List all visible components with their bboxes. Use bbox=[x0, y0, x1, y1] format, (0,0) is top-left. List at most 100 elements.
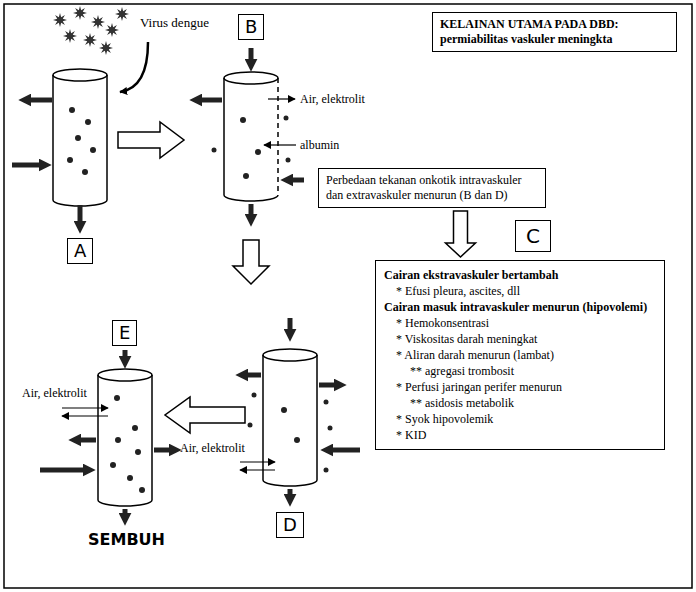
vessel-a-part bbox=[67, 107, 96, 175]
vessel-b-part bbox=[224, 72, 278, 84]
flow-label: Air, elektrolit bbox=[22, 386, 87, 400]
flow-arrows-part bbox=[319, 383, 335, 388]
virus-label: Virus dengue bbox=[140, 15, 209, 30]
node-text: * Aliran darah menurun (lambat) bbox=[384, 347, 656, 363]
vessel-b-part bbox=[212, 116, 291, 180]
node-text: Cairan ekstravaskuler bertambah bbox=[384, 267, 656, 283]
vessel-a-part-part bbox=[85, 119, 91, 125]
flow-arrows-part bbox=[12, 163, 40, 168]
vessel-d-part-part bbox=[248, 423, 253, 428]
vessel-d-part bbox=[316, 355, 318, 480]
virus-particles-part bbox=[63, 29, 77, 43]
water-electrolyte-arrows-part bbox=[240, 469, 275, 470]
vessel-b-part bbox=[277, 78, 279, 195]
vessel-a-part bbox=[52, 75, 54, 200]
virus-entry-arrow bbox=[120, 42, 148, 92]
vessel-d-part bbox=[263, 480, 317, 486]
vessel-a-part-part bbox=[67, 157, 73, 163]
vessel-e-part-part bbox=[132, 425, 138, 431]
vessel-e-part-part bbox=[139, 487, 145, 493]
vessel-e-part-part bbox=[135, 449, 141, 455]
water-electrolyte-arrows-part bbox=[264, 144, 296, 145]
vessel-e-part-part bbox=[115, 437, 121, 443]
node-text: * Hemokonsentrasi bbox=[384, 315, 656, 331]
vessel-e-part bbox=[98, 369, 152, 381]
flow-arrows-part bbox=[201, 98, 222, 103]
flow-connector bbox=[446, 211, 476, 257]
flow-label: Air, elektrolit bbox=[300, 92, 365, 106]
vessel-d-part bbox=[248, 393, 333, 473]
virus-particles-part bbox=[115, 7, 129, 21]
virus-particles-part bbox=[83, 33, 97, 47]
node-text: C bbox=[526, 224, 540, 248]
stage-letter-box: D bbox=[276, 512, 304, 538]
node-text: KELAINAN UTAMA PADA DBD: bbox=[440, 17, 669, 32]
vessel-d-part bbox=[263, 349, 317, 361]
node-text: ** agregasi trombosit bbox=[384, 363, 656, 379]
stage-arrows bbox=[118, 122, 269, 433]
virus-particles-part bbox=[73, 6, 87, 20]
vessel-d-part bbox=[262, 355, 264, 480]
vessel-e-part bbox=[151, 375, 153, 500]
vessel-b-part-part bbox=[284, 116, 289, 121]
flow-label: Air, elektrolit bbox=[180, 441, 245, 455]
node-text: * Viskositas darah meningkat bbox=[384, 331, 656, 347]
vessel-a-part bbox=[53, 69, 107, 81]
vessel-a-part-part bbox=[75, 135, 81, 141]
flow-arrows-part bbox=[249, 204, 254, 215]
node-text: permiabilitas vaskuler meningkta bbox=[440, 32, 669, 47]
water-electrolyte-arrows-part bbox=[268, 98, 295, 99]
flow-label: albumin bbox=[300, 138, 339, 152]
consequence-box: Cairan ekstravaskuler bertambah* Efusi p… bbox=[375, 260, 665, 450]
outcome-label: SEMBUH bbox=[88, 530, 165, 550]
node-text: E bbox=[119, 322, 130, 344]
flow-arrows-part bbox=[40, 468, 84, 473]
vessel-b-part bbox=[224, 195, 278, 201]
vessel-b-part-part bbox=[255, 149, 261, 155]
flow-arrows-part bbox=[154, 448, 170, 453]
process-box: Perbedaan tekanan onkotik intravaskuler … bbox=[318, 168, 546, 208]
vessel-d-part-part bbox=[324, 400, 329, 405]
stage-arrows-part bbox=[165, 397, 245, 433]
water-electrolyte-arrows-part bbox=[62, 407, 108, 408]
vessel-e bbox=[98, 369, 152, 506]
flow-arrows-part bbox=[292, 178, 304, 183]
vessel-d bbox=[248, 349, 333, 486]
stage-letter-box: C bbox=[515, 220, 551, 252]
node-text: * KID bbox=[384, 427, 656, 443]
vessel-a bbox=[53, 69, 107, 206]
virus-particles-part bbox=[91, 15, 105, 29]
vessel-b bbox=[212, 72, 291, 201]
water-electrolyte-arrows-part bbox=[62, 415, 108, 416]
vessel-d-part-part bbox=[252, 393, 257, 398]
node-text: A bbox=[74, 240, 86, 262]
vessel-e-part bbox=[98, 500, 152, 506]
flow-arrows-part bbox=[123, 350, 128, 357]
vessel-a-part-part bbox=[69, 107, 75, 113]
flow-arrows bbox=[12, 48, 360, 514]
vessel-a-part-part bbox=[82, 169, 88, 175]
vessel-d-part-part bbox=[281, 407, 287, 413]
node-text: D bbox=[283, 514, 297, 536]
title-box: KELAINAN UTAMA PADA DBD:permiabilitas va… bbox=[432, 12, 677, 52]
vessel-d-part-part bbox=[324, 468, 329, 473]
vessel-b-part-part bbox=[286, 158, 291, 163]
vessel-b-part bbox=[223, 78, 225, 195]
virus-particles-part bbox=[53, 13, 67, 27]
flow-arrows-part bbox=[78, 205, 83, 222]
node-text: * Efusi pleura, ascites, dll bbox=[384, 283, 656, 299]
flow-arrows-part bbox=[249, 48, 254, 60]
stage-arrows-part bbox=[233, 240, 269, 284]
vessel-e-part-part bbox=[110, 462, 116, 468]
flow-arrows-part bbox=[288, 318, 293, 330]
flow-arrows-part bbox=[247, 373, 261, 378]
node-text: * Syok hipovolemik bbox=[384, 411, 656, 427]
vessel-d-part-part bbox=[328, 426, 333, 431]
outer-frame bbox=[4, 4, 692, 588]
vessel-a-part bbox=[106, 75, 108, 200]
stage-letter-box: E bbox=[112, 320, 137, 346]
flow-arrows-part bbox=[123, 509, 128, 514]
node-text: ** asidosis metabolik bbox=[384, 395, 656, 411]
virus-particles-part bbox=[105, 23, 119, 37]
